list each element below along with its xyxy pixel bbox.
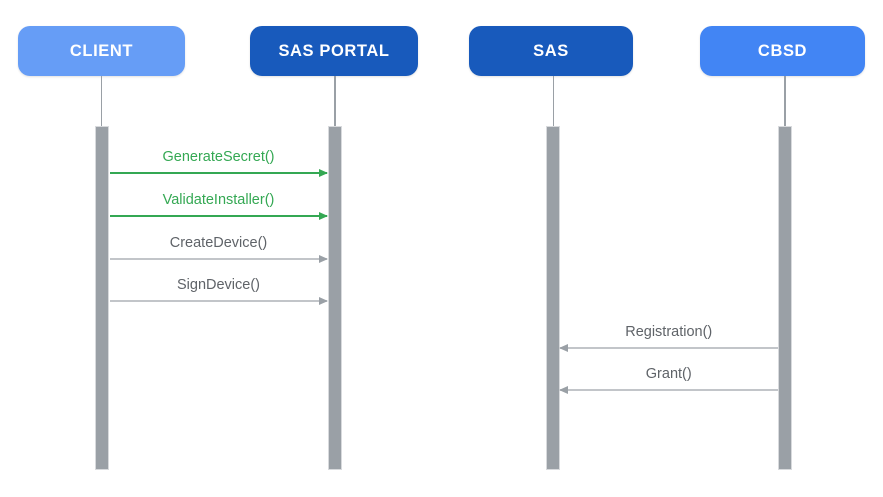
lifeline-sas bbox=[552, 76, 555, 126]
actor-box-cbsd: CBSD bbox=[700, 26, 865, 76]
arrowhead-right-icon bbox=[319, 211, 328, 220]
activation-bar-client bbox=[95, 126, 109, 470]
activation-bar-sas bbox=[546, 126, 560, 470]
message-line bbox=[110, 300, 327, 302]
message-line bbox=[560, 347, 778, 349]
message-validate-installer: ValidateInstaller() bbox=[110, 191, 328, 221]
message-create-device: CreateDevice() bbox=[110, 234, 328, 264]
lifeline-client bbox=[100, 76, 103, 126]
arrowhead-left-icon bbox=[559, 385, 568, 394]
lifeline-sas-portal bbox=[334, 76, 336, 126]
message-label: GenerateSecret() bbox=[162, 149, 275, 165]
arrowhead-right-icon bbox=[319, 168, 328, 177]
message-label: ValidateInstaller() bbox=[162, 192, 275, 208]
message-label: SignDevice() bbox=[177, 277, 260, 293]
message-label: CreateDevice() bbox=[169, 235, 268, 251]
lifeline-cbsd bbox=[784, 76, 786, 126]
actor-box-sas-portal: SAS PORTAL bbox=[250, 26, 418, 76]
actor-box-sas: SAS bbox=[469, 26, 633, 76]
message-line bbox=[110, 258, 327, 260]
message-label: Grant() bbox=[645, 366, 692, 382]
activation-bar-cbsd bbox=[777, 126, 792, 470]
arrowhead-left-icon bbox=[559, 343, 568, 352]
message-registration: Registration() bbox=[559, 323, 778, 353]
message-line bbox=[110, 172, 327, 174]
message-line bbox=[560, 389, 778, 391]
actor-box-client: CLIENT bbox=[18, 26, 185, 76]
message-grant: Grant() bbox=[559, 365, 778, 395]
message-line bbox=[110, 215, 327, 217]
arrowhead-right-icon bbox=[319, 296, 328, 305]
message-generate-secret: GenerateSecret() bbox=[110, 148, 328, 178]
arrowhead-right-icon bbox=[319, 254, 328, 263]
activation-bar-sas-portal bbox=[328, 126, 342, 470]
message-sign-device: SignDevice() bbox=[110, 276, 328, 306]
message-label: Registration() bbox=[625, 324, 713, 340]
